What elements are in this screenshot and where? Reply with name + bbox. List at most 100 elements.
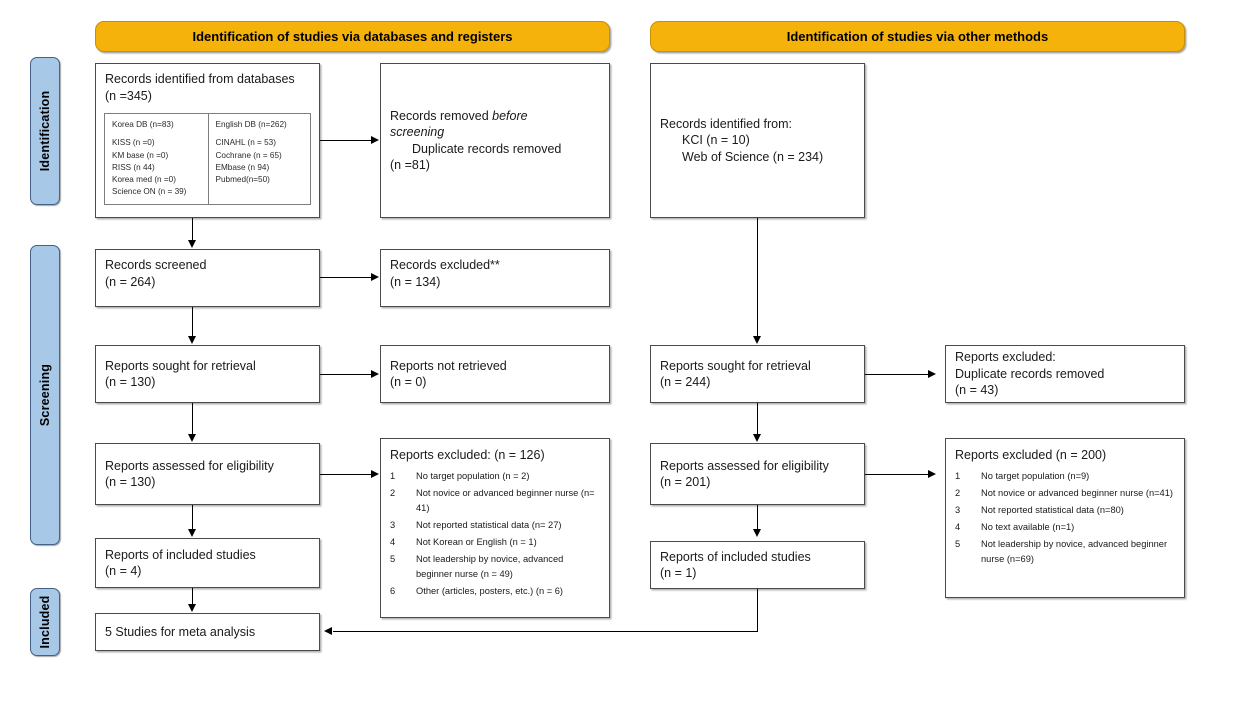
phase-label-included: Included [38, 595, 52, 649]
list-item-text: Not novice or advanced beginner nurse (n… [981, 487, 1173, 498]
list-item-number: 4 [390, 536, 396, 547]
duplicate-records-removed-count: (n =81) [390, 158, 430, 172]
list-item-number: 1 [955, 470, 961, 481]
records-identified-other-wos: Web of Science (n = 234) [682, 149, 824, 164]
list-item-text: Other (articles, posters, etc.) (n = 6) [416, 585, 563, 596]
records-removed-italic-screening: screening [390, 125, 445, 139]
box-reports-included-studies-right: Reports of included studies (n = 1) [650, 541, 865, 589]
korea-db-row: KISS (n =0) [112, 138, 155, 148]
box-records-screened: Records screened (n = 264) [95, 249, 320, 307]
english-db-row: Cochrane (n = 65) [215, 150, 282, 160]
list-item-text: Not leadership by novice, advanced begin… [416, 553, 564, 579]
list-item-number: 5 [955, 538, 961, 549]
list-item: 3 Not reported statistical data (n=80) [955, 503, 1175, 518]
arrow-included-to-meta [188, 604, 196, 612]
english-db-header: English DB (n=262) [215, 120, 287, 129]
english-db-row: EMbase (n 94) [215, 162, 270, 172]
box-reports-assessed-eligibility-left: Reports assessed for eligibility (n = 13… [95, 443, 320, 505]
records-identified-line1: Records identified from databases [105, 72, 295, 86]
korea-db-row: KM base (n =0) [112, 150, 169, 160]
connector-right-assessed-to-included [757, 505, 759, 530]
list-item-number: 2 [955, 487, 961, 498]
arrow-identified-to-removed [371, 136, 379, 144]
connector-right-included-down [757, 589, 759, 632]
phase-bar-identification: Identification [30, 57, 60, 205]
records-identified-line2: (n =345) [105, 88, 152, 103]
arrow-right-assessed-to-included [753, 529, 761, 537]
connector-screened-to-sought [192, 307, 194, 337]
list-item-text: Not leadership by novice, advanced begin… [981, 538, 1168, 564]
list-item: 4 No text available (n=1) [955, 520, 1175, 535]
included-reports-right-line2: (n = 1) [660, 566, 697, 580]
list-item-text: Not reported statistical data (n=80) [981, 504, 1124, 515]
connector-right-sought-to-excluded-dup [865, 374, 928, 376]
arrow-other-identified-to-sought [753, 336, 761, 344]
arrow-assessed-to-excluded-left [371, 470, 379, 478]
arrow-right-assessed-to-excluded-list [928, 470, 936, 478]
arrow-assessed-to-included-left [188, 529, 196, 537]
arrow-right-sought-to-excluded-dup [928, 370, 936, 378]
phase-bar-screening: Screening [30, 245, 60, 545]
phase-label-screening: Screening [38, 363, 52, 427]
box-reports-excluded-duplicate-right: Reports excluded: Duplicate records remo… [945, 345, 1185, 403]
database-breakdown-table: Korea DB (n=83) KISS (n =0) KM base (n =… [104, 113, 311, 205]
arrow-right-sought-to-assessed [753, 434, 761, 442]
meta-analysis-line1: 5 Studies for meta analysis [105, 624, 256, 639]
list-item: 5 Not leadership by novice, advanced begi… [955, 537, 1175, 567]
arrow-sought-to-assessed [188, 434, 196, 442]
records-removed-italic-before: before [492, 108, 528, 123]
connector-right-sought-to-assessed [757, 403, 759, 435]
database-column-english: English DB (n=262) CINAHL (n = 53) Cochr… [207, 114, 311, 204]
list-item: 5 Not leadership by novice, advanced begi… [390, 552, 600, 582]
reports-excluded-dup-line2: Duplicate records removed [955, 366, 1105, 381]
reports-sought-right-line1: Reports sought for retrieval [660, 358, 811, 373]
connector-identified-to-removed [320, 140, 372, 142]
records-identified-other-line1: Records identified from: [660, 116, 793, 131]
reports-sought-left-line1: Reports sought for retrieval [105, 358, 256, 373]
box-reports-included-studies-left: Reports of included studies (n = 4) [95, 538, 320, 588]
arrow-screened-to-excluded [371, 273, 379, 281]
connector-screened-to-excluded [320, 277, 372, 279]
box-reports-assessed-eligibility-right: Reports assessed for eligibility (n = 20… [650, 443, 865, 505]
reports-not-retrieved-line1: Reports not retrieved [390, 358, 507, 373]
arrow-identified-to-screened [188, 240, 196, 248]
box-records-identified-other: Records identified from: KCI (n = 10) We… [650, 63, 865, 218]
korea-db-row: RISS (n 44) [112, 162, 155, 172]
list-item-number: 3 [955, 504, 961, 515]
list-item: 2 Not novice or advanced beginner nurse (… [955, 486, 1175, 501]
included-reports-left-line1: Reports of included studies [105, 547, 256, 562]
list-item-number: 4 [955, 521, 961, 532]
list-item-number: 2 [390, 487, 396, 498]
phase-label-identification: Identification [38, 90, 52, 172]
connector-included-to-meta [192, 588, 194, 605]
list-item-text: Not novice or advanced beginner nurse (n… [416, 487, 595, 513]
arrow-screened-to-sought [188, 336, 196, 344]
included-reports-right-line1: Reports of included studies [660, 549, 811, 564]
list-item-text: No text available (n=1) [981, 521, 1075, 532]
list-item-number: 5 [390, 553, 396, 564]
box-studies-meta-analysis: 5 Studies for meta analysis [95, 613, 320, 651]
records-screened-line1: Records screened [105, 258, 207, 272]
connector-sought-to-assessed [192, 403, 194, 435]
records-identified-other-kci: KCI (n = 10) [682, 133, 750, 148]
connector-sought-to-not-retrieved [320, 374, 372, 376]
connector-assessed-to-excluded-left [320, 474, 372, 476]
reports-sought-left-line2: (n = 130) [105, 375, 156, 389]
english-db-row: Pubmed(n=50) [215, 175, 270, 185]
box-records-removed-before-screening: Records removed before screening Duplica… [380, 63, 610, 218]
box-reports-not-retrieved: Reports not retrieved (n = 0) [380, 345, 610, 403]
reports-assessed-right-line1: Reports assessed for eligibility [660, 458, 829, 473]
connector-other-identified-to-sought [757, 218, 759, 337]
korea-db-row: Korea med (n =0) [112, 175, 176, 185]
korea-db-row: Science ON (n = 39) [112, 187, 187, 197]
list-item-number: 6 [390, 585, 396, 596]
list-item-number: 3 [390, 519, 396, 530]
records-excluded-line1: Records excluded** [390, 258, 500, 272]
arrow-sought-to-not-retrieved [371, 370, 379, 378]
list-item: 6 Other (articles, posters, etc.) (n = 6) [390, 584, 600, 599]
